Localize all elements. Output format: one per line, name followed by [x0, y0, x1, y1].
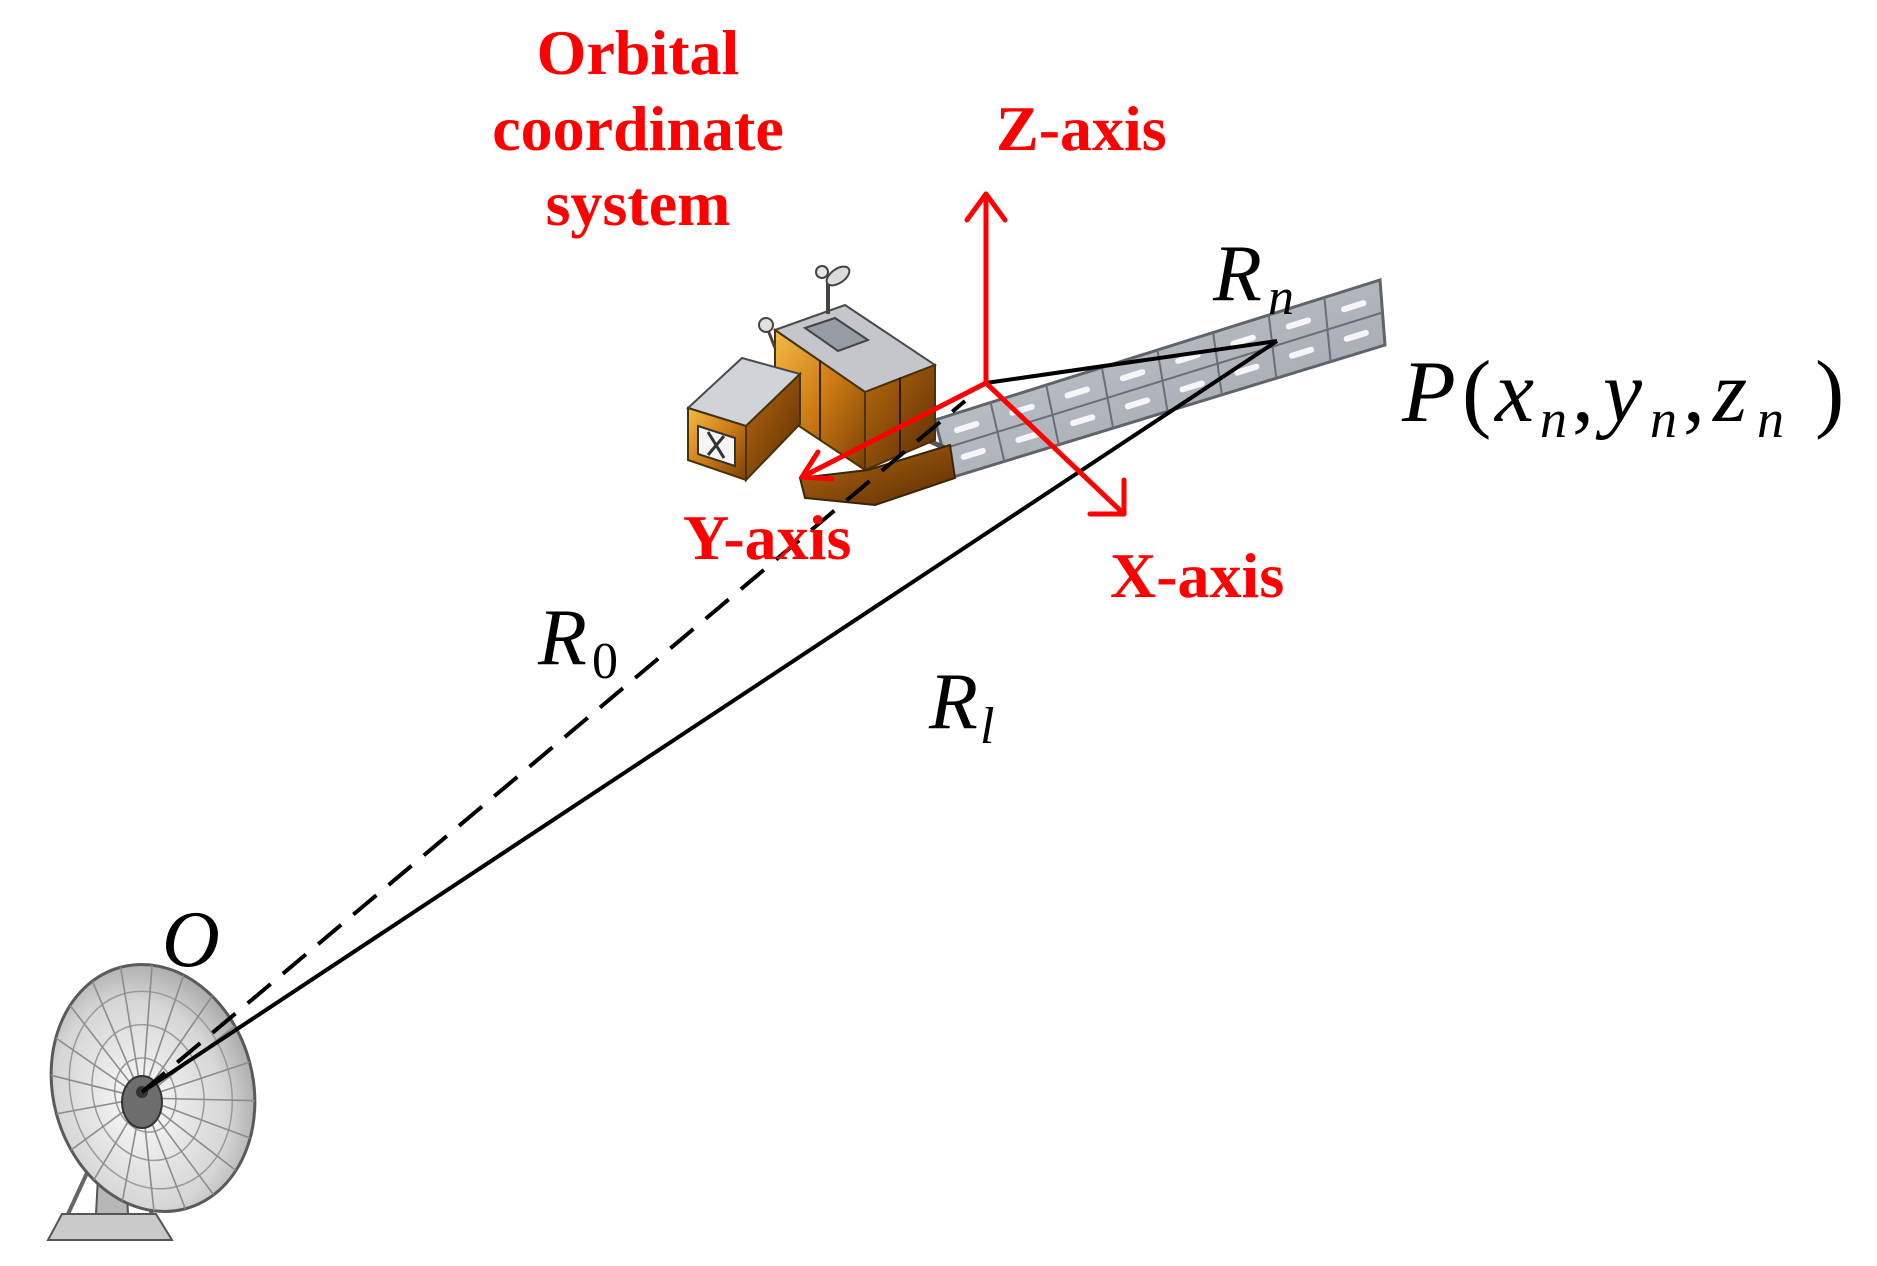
solar-panel: [933, 278, 1387, 480]
coord-x: x: [1493, 344, 1534, 441]
close-parenthesis: ): [1815, 344, 1844, 441]
range-line-r0-dashed: [140, 399, 967, 1094]
range-line-rn: [985, 339, 1278, 385]
satellite-antenna-mast: [758, 265, 851, 349]
mast-dish: [825, 265, 851, 287]
x-axis-arrow: [983, 380, 1127, 517]
solar-panel-slot: [1175, 351, 1201, 365]
point-name: P: [1401, 344, 1456, 441]
solar-panel-slot: [1285, 317, 1312, 330]
frame-title-line-2: coordinate: [492, 93, 784, 164]
coord-z-subscript: n: [1757, 389, 1784, 449]
z-axis-label: Z-axis: [996, 93, 1167, 164]
instrument-right-face: [745, 371, 801, 483]
range-subscript: 0: [592, 633, 618, 690]
coord-separator: ,: [1572, 344, 1594, 441]
bus-top-equipment: [802, 316, 871, 353]
geometry-lines: [140, 339, 1279, 1094]
x-axis-arrowhead: [1087, 477, 1127, 517]
solar-panel-slot: [1230, 334, 1256, 347]
solar-panel-slot: [1015, 431, 1041, 444]
range-subscript: l: [980, 698, 994, 755]
range-subscript: n: [1268, 269, 1294, 326]
range-symbol: R: [537, 594, 587, 682]
side-antenna-head: [758, 317, 774, 333]
instrument-module: [686, 356, 802, 483]
solar-panel-slot: [1288, 346, 1315, 359]
range-label-r0: R0: [537, 594, 618, 690]
y-axis-arrow: [799, 380, 989, 480]
range-symbol: R: [928, 658, 978, 746]
frame-title-line-3: system: [546, 168, 731, 239]
coord-separator: ,: [1683, 344, 1705, 441]
solar-panel-cells: [942, 297, 1383, 462]
solar-panel-slot: [1340, 300, 1367, 313]
dish-hub: [121, 1075, 163, 1129]
solar-panel-slot: [1343, 329, 1369, 342]
satellite-icon: [686, 265, 1387, 507]
propulsion-module: [798, 443, 957, 507]
solar-panel-slot: [1179, 380, 1205, 393]
coord-y: y: [1595, 344, 1643, 441]
z-axis-arrowhead: [964, 191, 1008, 223]
orbital-axes: [799, 191, 1127, 517]
y-axis-arrowhead: [799, 449, 835, 482]
range-symbol: R: [1212, 230, 1262, 318]
solar-panel-slot: [1070, 414, 1096, 427]
solar-panel-slot: [1119, 369, 1146, 382]
side-antenna-pole: [766, 329, 777, 349]
range-label-rl: Rl: [928, 658, 994, 755]
orbital-frame-labels: Orbital coordinate system Z-axis Y-axis …: [492, 17, 1284, 611]
coord-x-subscript: n: [1540, 389, 1567, 449]
coord-z: z: [1712, 344, 1747, 441]
solar-panel-slot: [1064, 386, 1090, 399]
dish-base-platform: [46, 1213, 174, 1241]
origin-label: O: [162, 896, 220, 984]
coord-y-subscript: n: [1650, 389, 1677, 449]
open-parenthesis: (: [1462, 344, 1491, 441]
solar-panel-slot: [1124, 397, 1151, 410]
y-axis-label: Y-axis: [683, 502, 851, 573]
solar-panel-slot: [953, 420, 980, 434]
frame-title-line-1: Orbital: [537, 17, 740, 88]
mast-sensor: [815, 265, 829, 279]
solar-panel-slot: [960, 447, 986, 460]
radar-dish-icon: [46, 963, 257, 1241]
x-axis-label: X-axis: [1110, 540, 1284, 611]
satellite-bus: [772, 303, 938, 472]
solar-panel-midline: [942, 311, 1383, 450]
range-line-rl: [140, 339, 1279, 1094]
mission-logo-mark: [706, 435, 726, 456]
solar-panel-slot: [1234, 363, 1260, 376]
propulsion-module-body: [798, 443, 957, 507]
